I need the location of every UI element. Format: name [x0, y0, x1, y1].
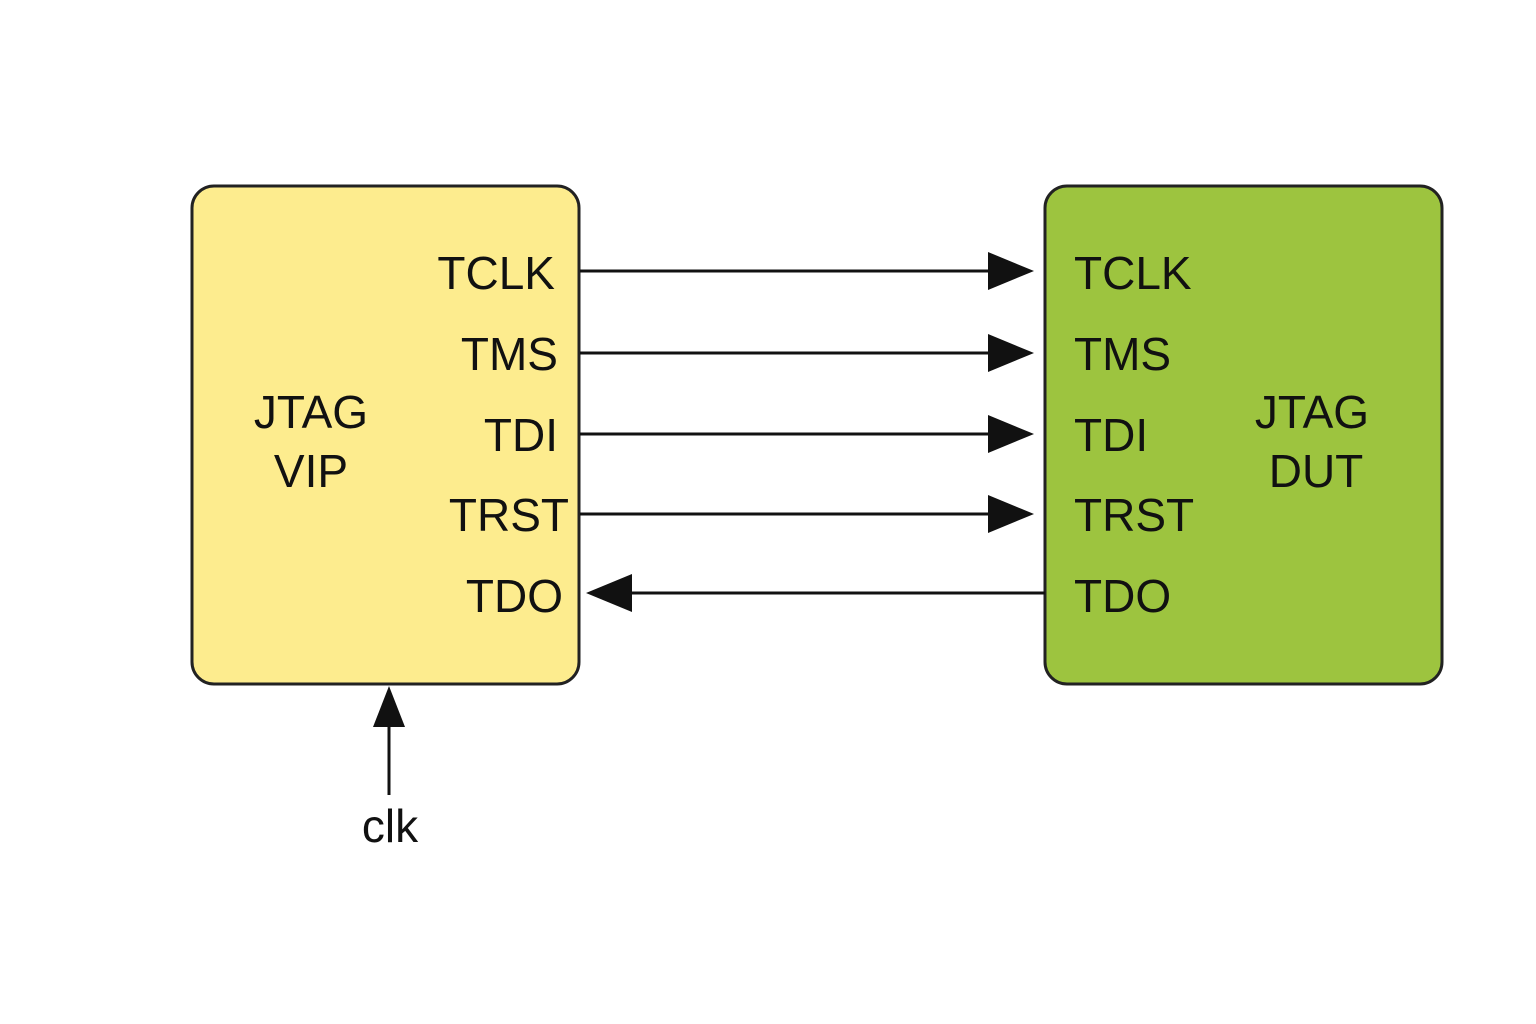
dut-block: JTAG DUT TCLK TMS TDI TRST TDO [1043, 184, 1444, 686]
vip-title-line2: VIP [274, 445, 348, 497]
clk-label: clk [362, 800, 419, 852]
vip-port-trst: TRST [449, 489, 569, 541]
tdo-arrowhead-icon [586, 574, 632, 612]
vip-port-tdo: TDO [466, 570, 563, 622]
dut-port-tms: TMS [1074, 328, 1171, 380]
dut-port-tdo: TDO [1074, 570, 1171, 622]
dut-title-line2: DUT [1269, 445, 1364, 497]
dut-port-trst: TRST [1074, 489, 1194, 541]
tclk-arrowhead-icon [988, 252, 1034, 290]
clk-arrowhead-icon [373, 686, 405, 727]
vip-port-tms: TMS [461, 328, 558, 380]
vip-port-tclk: TCLK [437, 247, 555, 299]
vip-title-line1: JTAG [254, 386, 368, 438]
tdi-arrowhead-icon [988, 415, 1034, 453]
trst-arrowhead-icon [988, 495, 1034, 533]
dut-port-tclk: TCLK [1074, 247, 1192, 299]
signal-connections [580, 252, 1045, 612]
clock-input: clk [362, 686, 419, 852]
tms-arrowhead-icon [988, 334, 1034, 372]
dut-block-body [1043, 184, 1444, 686]
dut-port-tdi: TDI [1074, 409, 1148, 461]
vip-block-body [190, 184, 581, 686]
vip-port-tdi: TDI [484, 409, 558, 461]
vip-block: JTAG VIP TCLK TMS TDI TRST TDO [190, 184, 581, 686]
dut-title-line1: JTAG [1255, 386, 1369, 438]
